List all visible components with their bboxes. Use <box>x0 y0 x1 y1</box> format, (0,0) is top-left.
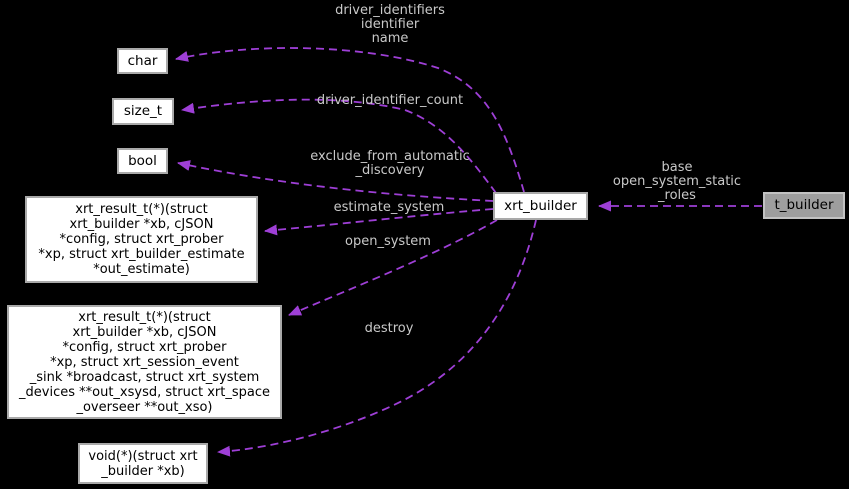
edge-label-open-system: open_system <box>345 234 431 249</box>
node-destroy-signature: void(*)(struct xrt _builder *xb) <box>78 443 208 484</box>
edge-label-estimate-system: estimate_system <box>333 200 445 215</box>
node-bool: bool <box>117 148 168 174</box>
node-t-builder[interactable]: t_builder <box>763 192 845 219</box>
edge-driver-identifiers <box>175 47 525 193</box>
edge-label-destroy: destroy <box>364 321 414 336</box>
node-estimate-system-signature: xrt_result_t(*)(struct xrt_builder *xb, … <box>25 196 258 283</box>
node-size-t: size_t <box>112 98 174 125</box>
node-xrt-builder[interactable]: xrt_builder <box>493 192 588 220</box>
edge-open-system <box>288 219 498 316</box>
edge-exclude-from-automatic-discovery <box>177 160 494 202</box>
edge-label-exclude-from-automatic-discovery: exclude_from_automatic _discovery <box>310 149 470 178</box>
node-char: char <box>117 48 168 74</box>
edge-label-driver-identifier-count: driver_identifier_count <box>316 93 464 108</box>
edge-label-driver-identifiers: driver_identifiers identifier name <box>335 3 445 46</box>
edge-estimate-system <box>264 208 494 236</box>
node-open-system-signature: xrt_result_t(*)(struct xrt_builder *xb, … <box>7 305 282 419</box>
edge-label-base-open-system-static-roles: base open_system_static _roles <box>612 160 742 203</box>
edge-driver-identifier-count <box>181 98 497 194</box>
edge-destroy <box>217 219 537 457</box>
